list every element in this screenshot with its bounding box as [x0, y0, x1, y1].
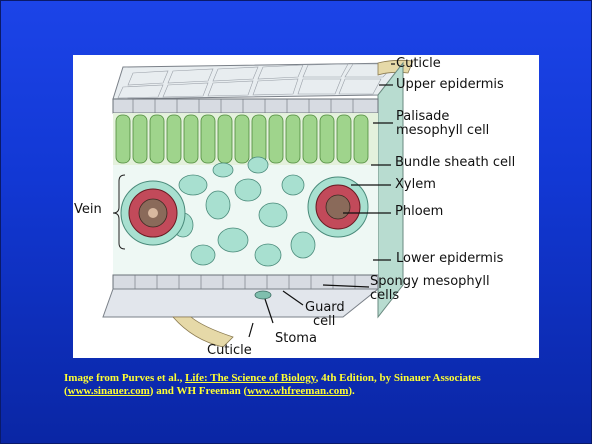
label-cuticle-bottom: Cuticle — [207, 344, 252, 358]
label-spongy-2: cells — [370, 289, 399, 303]
label-lower-epidermis: Lower epidermis — [396, 252, 503, 266]
caption-suffix: ). — [348, 385, 354, 397]
label-guard-2: cell — [313, 315, 335, 329]
label-phloem: Phloem — [395, 205, 443, 219]
caption-book-title: Life: The Science of Biology — [185, 372, 316, 384]
label-palisade-2: mesophyll cell — [396, 124, 489, 138]
palisade-cells — [116, 115, 368, 163]
label-stoma: Stoma — [275, 332, 317, 346]
label-upper-epidermis: Upper epidermis — [396, 78, 504, 92]
guard-cell-shape — [255, 291, 271, 299]
lower-epidermis-front — [113, 275, 378, 289]
upper-epidermis-front — [113, 99, 378, 113]
label-guard-1: Guard — [305, 301, 345, 315]
label-palisade-1: Palisade — [396, 110, 449, 124]
label-vein: Vein — [74, 203, 102, 217]
label-xylem: Xylem — [395, 178, 436, 192]
image-credit-caption: Image from Purves et al., Life: The Scie… — [64, 372, 544, 398]
caption-link-sinauer[interactable]: www.sinauer.com — [68, 385, 150, 397]
caption-link-whfreeman[interactable]: www.whfreeman.com — [247, 385, 348, 397]
vein-left — [121, 181, 185, 245]
label-bundle-sheath: Bundle sheath cell — [395, 156, 515, 170]
label-spongy-1: Spongy mesophyll — [370, 275, 490, 289]
caption-prefix: Image from Purves et al., — [64, 372, 185, 384]
label-cuticle-top: Cuticle — [396, 57, 441, 71]
vein-right — [308, 177, 368, 237]
leaf-cross-section-figure: Cuticle Upper epidermis Palisade mesophy… — [73, 55, 539, 358]
caption-mid2: ) and WH Freeman ( — [150, 385, 247, 397]
